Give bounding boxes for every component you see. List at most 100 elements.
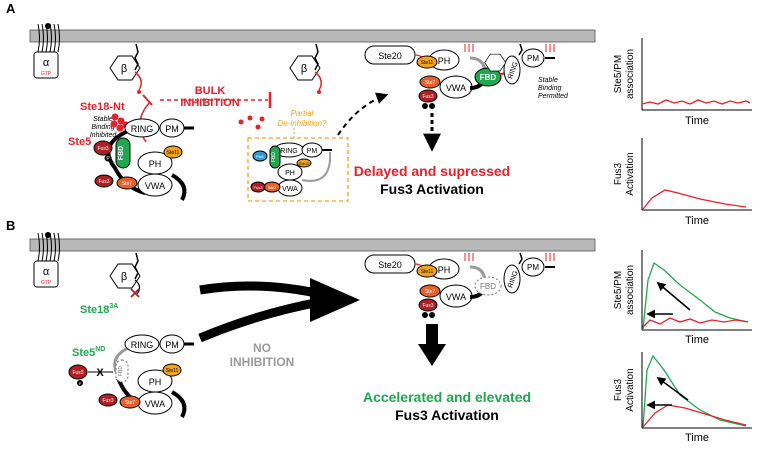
result-b-line2: Fus3 Activation <box>395 407 499 423</box>
svg-text:RING: RING <box>280 148 298 155</box>
down-arrow-b <box>418 324 446 366</box>
panel-b-label: B <box>6 218 15 233</box>
plot-a2-line <box>642 189 747 210</box>
svg-text:Ste7: Ste7 <box>425 289 436 295</box>
receptor-icon-b <box>37 232 60 262</box>
ste5-active-b: Ste20 PH Ste11 Ste7 Fus3 VWA FBD RING PM <box>364 252 555 318</box>
g-alpha-b: α GTP <box>33 260 59 288</box>
ste5-complex-a: RING PM FBD Fus3 P PH Ste11 VWA Ste7 Fus… <box>93 118 194 201</box>
plot-b1-red <box>642 317 749 328</box>
plot-b1: Ste5/PM association Time <box>613 250 752 346</box>
ste18-3a-label: Ste183A <box>80 303 118 316</box>
svg-text:β: β <box>121 271 127 283</box>
svg-text:PH: PH <box>438 265 451 275</box>
svg-text:Binding: Binding <box>91 124 114 131</box>
svg-text:PM: PM <box>307 148 318 155</box>
svg-text:FBD: FBD <box>118 146 125 160</box>
svg-text:Time: Time <box>685 432 709 444</box>
svg-text:Time: Time <box>685 215 709 227</box>
svg-text:PM: PM <box>165 340 179 350</box>
ste5-label: Ste5 <box>68 136 91 148</box>
g-beta-a1: β <box>109 43 142 94</box>
svg-text:PM: PM <box>527 54 539 63</box>
svg-text:Ste11: Ste11 <box>166 368 179 374</box>
svg-text:Ste11: Ste11 <box>421 60 434 66</box>
big-arrow-bottom <box>198 297 321 343</box>
svg-text:De-inhibition?: De-inhibition? <box>278 119 327 128</box>
svg-text:PH: PH <box>149 159 162 169</box>
svg-text:VWA: VWA <box>145 399 165 409</box>
svg-text:P: P <box>79 381 82 386</box>
inhibition-bar <box>142 94 153 106</box>
svg-text:Binding: Binding <box>538 85 561 92</box>
ste5-active-a: Ste20 PH Ste11 Ste7 Fus3 VWA FBD RING PM <box>364 43 555 109</box>
stable-binding-permitted: Stable Binding Permitted <box>538 77 569 100</box>
svg-text:association: association <box>625 49 636 99</box>
svg-text:RING: RING <box>131 340 154 350</box>
svg-text:Stable: Stable <box>93 116 113 123</box>
svg-text:Fus3: Fus3 <box>613 162 624 185</box>
svg-text:INHIBITION: INHIBITION <box>180 97 239 109</box>
svg-text:α: α <box>43 266 50 278</box>
svg-text:Stable: Stable <box>538 77 558 84</box>
svg-text:Ste7: Ste7 <box>425 80 436 86</box>
svg-text:PH: PH <box>438 56 451 66</box>
svg-text:Permitted: Permitted <box>538 93 569 100</box>
plot-b1-green <box>642 261 749 330</box>
stable-binding-inhibited: Stable Binding Inhibited <box>90 116 118 139</box>
g-alpha-a: α GTP <box>33 51 59 79</box>
svg-text:VWA: VWA <box>446 292 466 302</box>
svg-text:FBD: FBD <box>480 73 497 82</box>
svg-text:Ste7: Ste7 <box>125 400 136 406</box>
big-arrow-head <box>310 278 360 322</box>
svg-text:Fus3: Fus3 <box>98 179 109 185</box>
result-a-line2: Fus3 Activation <box>380 181 484 197</box>
svg-text:Ptc1: Ptc1 <box>256 154 265 159</box>
svg-text:Fus3: Fus3 <box>254 185 264 190</box>
svg-text:PH: PH <box>285 170 295 177</box>
svg-text:α: α <box>43 57 50 69</box>
svg-text:BULK: BULK <box>195 85 226 97</box>
svg-text:Fus3: Fus3 <box>97 146 108 152</box>
ste18-nt-label: Ste18-Nt <box>80 101 125 113</box>
svg-text:P: P <box>106 156 110 162</box>
svg-text:PM: PM <box>165 124 179 134</box>
partial-deinhibition: Partial De-inhibition? RING PM FBD Ptc1 … <box>238 109 349 202</box>
panel-a-label: A <box>6 1 16 16</box>
svg-text:β: β <box>121 63 127 75</box>
bulk-inhibition: BULK INHIBITION <box>160 85 272 109</box>
svg-text:Time: Time <box>685 334 709 346</box>
plot-a1-line <box>641 99 751 105</box>
panel-b-membrane <box>29 238 596 252</box>
svg-text:Fus3: Fus3 <box>613 378 624 401</box>
svg-text:Ste5/PM: Ste5/PM <box>613 271 624 309</box>
svg-text:GTP: GTP <box>41 71 52 77</box>
ste5-nd-complex: RING PM FBD Fus3 P X PH Ste11 VWA Ste7 F… <box>68 334 194 418</box>
svg-text:Fus3: Fus3 <box>422 94 433 100</box>
dashed-arrow-a <box>337 92 389 136</box>
svg-text:Fus3: Fus3 <box>72 370 83 376</box>
big-arrow-top <box>199 281 327 300</box>
svg-text:Ste11: Ste11 <box>167 150 180 156</box>
g-beta-a2: β <box>289 43 322 94</box>
g-beta-b: β <box>109 252 141 298</box>
svg-text:Fus3: Fus3 <box>102 398 113 404</box>
svg-text:FBD: FBD <box>271 152 277 162</box>
plot-b2: Fus3 Activation Time <box>613 352 752 444</box>
svg-text:β: β <box>301 63 307 75</box>
svg-text:Fus3: Fus3 <box>422 303 433 309</box>
svg-text:RING: RING <box>131 124 154 134</box>
svg-text:Ste5/PM: Ste5/PM <box>613 55 624 93</box>
svg-text:GTP: GTP <box>41 280 52 286</box>
receptor-icon-a <box>37 23 60 53</box>
svg-text:Partial: Partial <box>291 109 314 118</box>
svg-text:VWA: VWA <box>446 83 466 93</box>
svg-text:Time: Time <box>685 115 709 127</box>
svg-text:Inhibited: Inhibited <box>90 132 118 139</box>
ste5-nd-label: Ste5ND <box>72 346 105 359</box>
svg-text:PM: PM <box>527 263 539 272</box>
svg-text:association: association <box>625 265 636 315</box>
plot-a2: Fus3 Activation Time <box>613 138 752 227</box>
plot-b2-red <box>642 404 747 428</box>
